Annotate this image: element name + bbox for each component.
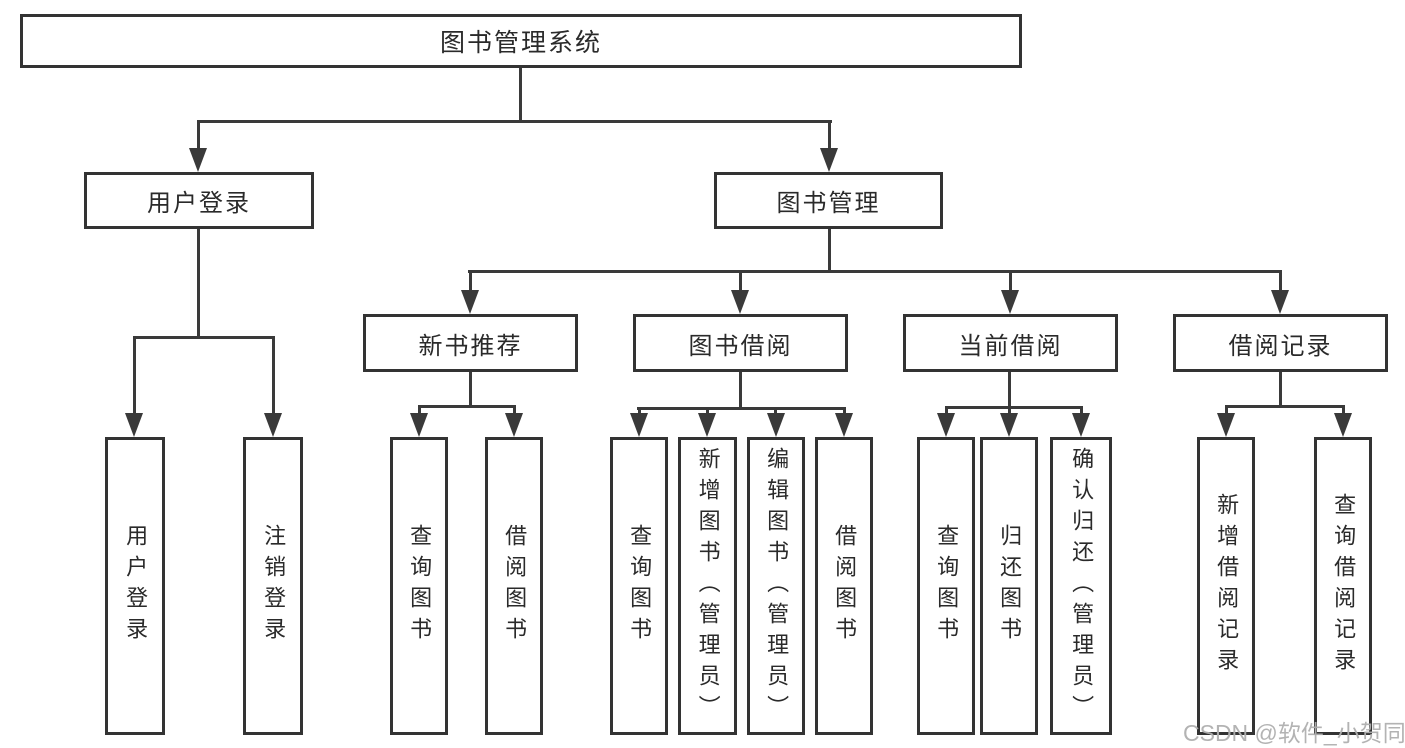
node-label: 新增借阅记录: [1214, 493, 1240, 679]
connector-hline: [945, 406, 1083, 409]
node-label: 图书借阅: [688, 332, 793, 360]
node-return-books: 归还图书: [980, 437, 1038, 735]
connector-vline: [272, 336, 275, 413]
connector-vline: [706, 407, 709, 413]
arrow-down-icon: [937, 413, 955, 437]
connector-vline: [1009, 270, 1012, 290]
connector-hline: [418, 405, 516, 408]
connector-vline: [828, 120, 831, 148]
connector-vline: [739, 372, 742, 407]
connector-vline: [469, 270, 472, 290]
node-label: 新增图书（管理员）: [695, 446, 721, 726]
node-label: 图书管理: [776, 190, 881, 217]
node-library-management-system: 图书管理系统: [20, 14, 1022, 68]
node-user-login: 用户登录: [84, 172, 314, 229]
connector-vline: [133, 336, 136, 413]
node-query-books-current: 查询图书: [917, 437, 975, 735]
connector-vline: [1225, 405, 1228, 413]
connector-vline: [1279, 270, 1282, 290]
node-label: 编辑图书（管理员）: [764, 446, 790, 726]
node-logout: 注销登录: [243, 437, 303, 735]
csdn-watermark: CSDN @软件_小贺同学: [1183, 720, 1405, 746]
node-add-borrow-record: 新增借阅记录: [1197, 437, 1255, 735]
connector-vline: [1008, 372, 1011, 406]
arrow-down-icon: [505, 413, 523, 437]
node-book-borrowing: 图书借阅: [633, 314, 848, 372]
arrow-down-icon: [835, 413, 853, 437]
connector-vline: [774, 407, 777, 413]
arrow-down-icon: [125, 413, 143, 437]
node-label: 图书管理系统: [439, 29, 602, 57]
arrow-down-icon: [189, 148, 207, 172]
connector-vline: [638, 407, 641, 413]
arrow-down-icon: [461, 290, 479, 314]
node-label: 查询图书: [627, 524, 653, 648]
node-label: 借阅图书: [832, 524, 858, 648]
arrow-down-icon: [698, 413, 716, 437]
arrow-down-icon: [264, 413, 282, 437]
arrow-down-icon: [731, 290, 749, 314]
node-new-book-recommend: 新书推荐: [363, 314, 578, 372]
node-add-books-admin: 新增图书（管理员）: [678, 437, 737, 735]
connector-vline: [828, 229, 831, 270]
node-label: 借阅图书: [502, 524, 528, 648]
arrow-down-icon: [1001, 290, 1019, 314]
connector-hline: [637, 407, 846, 410]
node-edit-books-admin: 编辑图书（管理员）: [747, 437, 805, 735]
node-label: 新书推荐: [418, 332, 523, 360]
node-label: 借阅记录: [1228, 332, 1333, 360]
arrow-down-icon: [1271, 290, 1289, 314]
arrow-down-icon: [820, 148, 838, 172]
connector-vline: [197, 229, 200, 336]
connector-vline: [945, 406, 948, 413]
node-label: 查询借阅记录: [1331, 493, 1357, 679]
arrow-down-icon: [630, 413, 648, 437]
connector-hline: [133, 336, 275, 339]
node-label: 查询图书: [934, 524, 960, 648]
node-query-books-borrowing: 查询图书: [610, 437, 668, 735]
arrow-down-icon: [1000, 413, 1018, 437]
node-label: 当前借阅: [958, 332, 1063, 360]
node-label: 用户登录: [123, 524, 149, 648]
node-label: 确认归还（管理员）: [1069, 446, 1095, 726]
node-user-login-leaf: 用户登录: [105, 437, 165, 735]
arrow-down-icon: [1334, 413, 1352, 437]
connector-hline: [468, 270, 1282, 273]
node-confirm-return-admin: 确认归还（管理员）: [1050, 437, 1112, 735]
connector-vline: [739, 270, 742, 290]
node-book-management: 图书管理: [714, 172, 943, 229]
node-current-borrowing: 当前借阅: [903, 314, 1118, 372]
connector-vline: [1080, 406, 1083, 413]
connector-hline: [197, 120, 832, 123]
node-label: 归还图书: [997, 524, 1023, 648]
connector-vline: [469, 372, 472, 405]
node-query-books-recommend: 查询图书: [390, 437, 448, 735]
connector-vline: [1279, 372, 1282, 405]
connector-vline: [1008, 406, 1011, 413]
node-label: 注销登录: [261, 524, 287, 648]
connector-vline: [1342, 405, 1345, 413]
node-label: 用户登录: [147, 190, 251, 217]
node-borrowing-records: 借阅记录: [1173, 314, 1388, 372]
connector-vline: [513, 405, 516, 413]
connector-vline: [519, 68, 522, 120]
connector-hline: [1225, 405, 1345, 408]
arrow-down-icon: [1217, 413, 1235, 437]
arrow-down-icon: [767, 413, 785, 437]
connector-vline: [843, 407, 846, 413]
connector-vline: [197, 120, 200, 148]
node-borrow-books: 借阅图书: [815, 437, 873, 735]
arrow-down-icon: [410, 413, 428, 437]
node-borrow-books-recommend: 借阅图书: [485, 437, 543, 735]
arrow-down-icon: [1072, 413, 1090, 437]
connector-vline: [418, 405, 421, 413]
node-query-borrow-record: 查询借阅记录: [1314, 437, 1372, 735]
node-label: 查询图书: [407, 524, 433, 648]
